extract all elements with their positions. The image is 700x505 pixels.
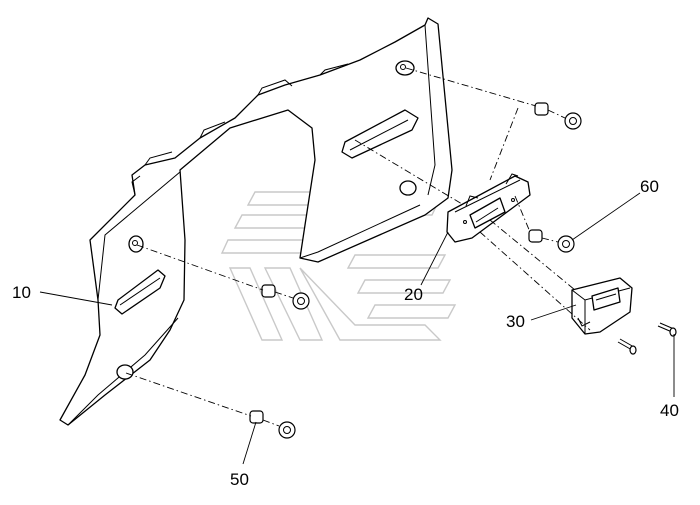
assembly-lines [125,67,591,427]
screw-hardware [617,322,677,355]
callout-10: 10 [12,283,31,302]
switch-housing [571,277,633,335]
callout-60: 60 [640,177,659,196]
callout-20: 20 [404,285,423,304]
spacer-nut-hardware [249,102,582,439]
callout-40: 40 [660,401,679,420]
callout-30: 30 [506,312,525,331]
bracket-plate [446,173,531,243]
trim-panel [59,17,453,426]
callout-50: 50 [230,470,249,489]
leader-lines [39,192,675,465]
